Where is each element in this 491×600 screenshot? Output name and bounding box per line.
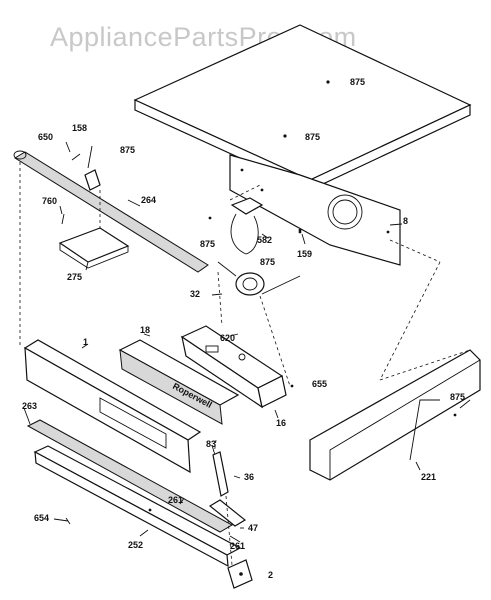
label-261: 261 xyxy=(230,541,245,551)
small-bracket xyxy=(58,227,130,269)
control-housing xyxy=(180,325,294,409)
label-16: 16 xyxy=(276,418,286,428)
label-83: 83 xyxy=(206,439,216,449)
clock-motor xyxy=(208,197,302,296)
label-47: 47 xyxy=(248,523,258,533)
front-rod xyxy=(13,150,209,273)
label-275: 275 xyxy=(67,272,82,282)
label-875: 875 xyxy=(305,132,320,142)
nameplate: Roperwell xyxy=(118,339,240,425)
label-620: 620 xyxy=(220,333,235,343)
label-655: 655 xyxy=(312,379,327,389)
front-panel xyxy=(23,339,202,474)
clip-part xyxy=(227,559,253,589)
part-labels: 875 875 875 875 875 875 650 158 264 760 … xyxy=(22,77,465,580)
trim-strip xyxy=(26,419,234,533)
label-760: 760 xyxy=(42,196,57,206)
label-263: 263 xyxy=(22,401,37,411)
label-650: 650 xyxy=(38,132,53,142)
assembly-lines xyxy=(19,162,471,566)
rear-panel xyxy=(229,154,401,266)
label-875: 875 xyxy=(450,392,465,402)
label-18: 18 xyxy=(140,325,150,335)
label-8: 8 xyxy=(403,216,408,226)
label-159: 159 xyxy=(297,249,312,259)
label-264: 264 xyxy=(141,195,156,205)
label-875: 875 xyxy=(120,145,135,155)
label-36: 36 xyxy=(244,472,254,482)
label-582: 582 xyxy=(257,235,272,245)
label-221: 221 xyxy=(421,472,436,482)
label-252: 252 xyxy=(128,540,143,550)
label-875: 875 xyxy=(260,257,275,267)
label-875: 875 xyxy=(350,77,365,87)
side-bracket xyxy=(309,349,481,481)
label-654: 654 xyxy=(34,513,49,523)
label-261: 261 xyxy=(168,495,183,505)
leader-lines xyxy=(23,141,471,543)
label-875: 875 xyxy=(200,239,215,249)
lower-base xyxy=(33,445,242,568)
label-2: 2 xyxy=(268,570,273,580)
screws xyxy=(53,153,81,525)
switch-strip xyxy=(208,451,247,527)
label-158: 158 xyxy=(72,123,87,133)
label-1: 1 xyxy=(83,337,88,347)
label-32: 32 xyxy=(190,289,200,299)
